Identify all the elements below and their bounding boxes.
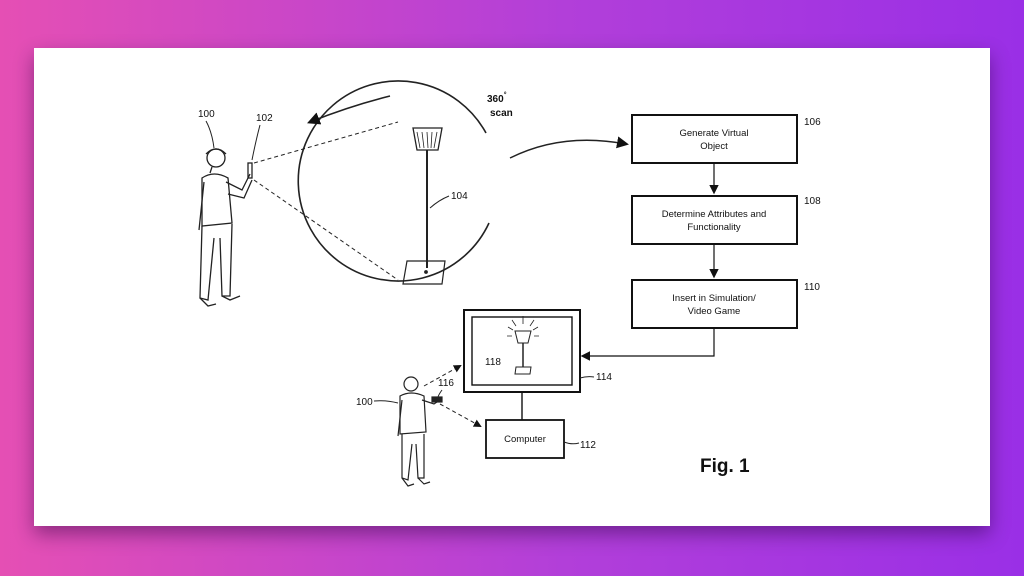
scan-direction-arrow <box>307 95 391 125</box>
ref-label-user-bottom: 100 <box>356 397 373 408</box>
person-scanning-figure <box>198 148 253 307</box>
leader-line <box>579 376 595 379</box>
flow-box-insert-line2: Video Game <box>688 306 741 317</box>
leader-line <box>437 389 443 398</box>
leader-line <box>251 124 261 161</box>
person-playing-figure <box>397 376 443 487</box>
scan-ray-upper <box>253 121 399 164</box>
floor-lamp <box>402 127 446 285</box>
flow-to-display-arrow <box>580 328 715 361</box>
display-screen <box>471 316 573 386</box>
flow-box-attributes-line1: Determine Attributes and <box>662 209 767 220</box>
flow-box-generate <box>631 114 798 164</box>
ref-label-118: 118 <box>485 357 501 368</box>
ref-label-device: 102 <box>256 113 273 124</box>
ref-label-108: 108 <box>804 196 821 207</box>
leader-line <box>563 441 580 445</box>
patent-figure-sheet: 100 102 360° scan 104 Generate Virtual O… <box>34 48 990 526</box>
computer-box <box>485 419 565 459</box>
ref-label-112: 112 <box>580 440 596 451</box>
ref-label-106: 106 <box>804 117 821 128</box>
leader-line <box>429 195 450 209</box>
flow-box-attributes <box>631 195 798 245</box>
ref-label-lamp: 104 <box>451 191 468 202</box>
flow-box-generate-line2: Object <box>700 141 728 152</box>
scan-ray-lower <box>253 179 399 281</box>
computer-label: Computer <box>504 434 546 445</box>
leader-line <box>205 120 215 149</box>
flow-box-insert-line1: Insert in Simulation/ <box>672 293 756 304</box>
flow-box-insert <box>631 279 798 329</box>
patent-diagram: 100 102 360° scan 104 Generate Virtual O… <box>198 80 821 487</box>
scan-arc <box>297 80 490 282</box>
ref-label-user-top: 100 <box>198 109 215 120</box>
figure-label: Fig. 1 <box>700 456 750 477</box>
ref-label-114: 114 <box>596 372 612 383</box>
leader-line <box>373 400 399 404</box>
ref-label-116: 116 <box>438 378 454 389</box>
signal-to-computer <box>439 403 482 427</box>
flow-box-attributes-line2: Functionality <box>687 222 741 233</box>
ref-label-110: 110 <box>804 282 820 293</box>
flow-box-generate-line1: Generate Virtual <box>679 128 748 139</box>
virtual-lamp-on-screen <box>507 316 539 375</box>
scan-label-text: scan <box>490 108 513 119</box>
scan-label-degrees: 360° <box>487 91 507 105</box>
to-flow-arrow <box>509 136 629 159</box>
